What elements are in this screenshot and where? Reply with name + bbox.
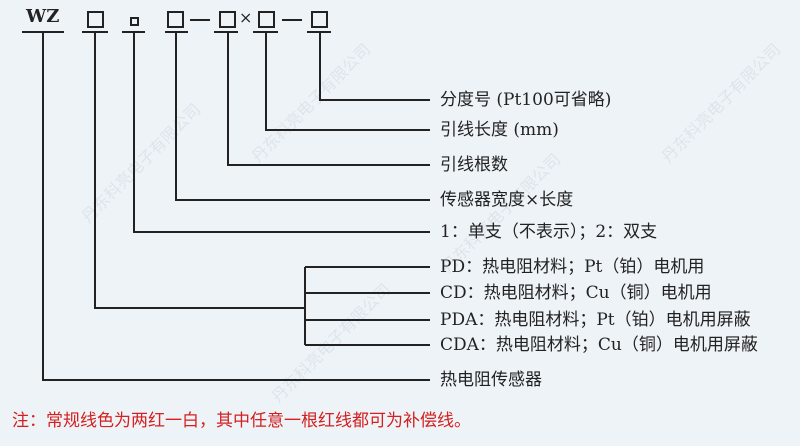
label-cd: CD：热电阻材料；Cu（铜）电机用 [440,283,712,303]
placeholder-box-lead-count [258,11,275,28]
label-cda: CDA：热电阻材料；Cu（铜）电机用屏蔽 [440,335,758,355]
code-prefix: WZ [26,6,60,27]
placeholder-box-length [219,11,236,28]
label-lead-count: 引线根数 [440,155,508,175]
placeholder-box-width [167,11,184,28]
placeholder-box-material [87,11,104,28]
times-sign: × [239,8,253,27]
label-lead-length: 引线长度 (mm) [440,120,559,140]
label-element-count: 1：单支（不表示）；2：双支 [440,222,658,242]
placeholder-box-count [130,17,139,26]
label-graduation: 分度号 (Pt100可省略) [440,90,612,110]
label-pd: PD：热电阻材料；Pt（铂）电机用 [440,257,705,277]
label-sensor-size: 传感器宽度×长度 [440,190,574,210]
label-pda: PDA：热电阻材料；Pt（铂）电机用屏蔽 [440,310,751,330]
placeholder-box-lead-length [311,11,328,28]
label-product: 热电阻传感器 [440,370,542,390]
wire-color-note: 注：常规线色为两红一白，其中任意一根红线都可为补偿线。 [12,411,471,431]
